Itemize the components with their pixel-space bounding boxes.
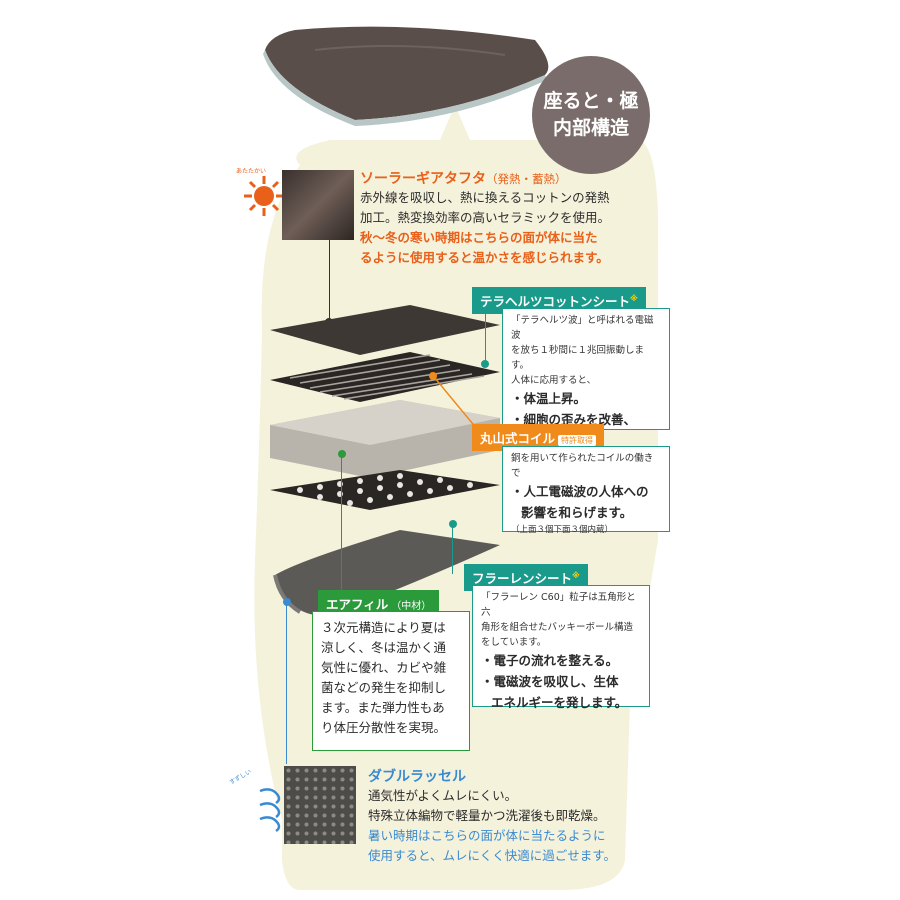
solar-connector [329, 240, 330, 322]
coil-tag: 特許取得 [558, 435, 597, 446]
fullerene-b2: ・電磁波を吸収し、生体 [481, 674, 619, 689]
coil-dot [429, 372, 437, 380]
terahertz-b1: ・体温上昇。 [511, 391, 587, 406]
double-cool2: 使用すると、ムレにくく快適に過ごせます。 [368, 848, 617, 863]
double-dot [283, 598, 291, 606]
mesh-fabric-swatch [284, 766, 356, 844]
coil-b2: 影響を和らげます。 [521, 505, 633, 520]
fullerene-box: 「フラーレン C60」粒子は五角形と六 角形を組合せたバッキーボール構造 をして… [472, 585, 650, 710]
wind-icon [259, 788, 281, 833]
airfill-box: ３次元構造により夏は 涼しく、冬は温かく通 気性に優れ、カビや雑 菌などの発生を… [312, 611, 470, 751]
badge-line1: 座ると・極 [543, 90, 639, 112]
fullerene-small2: 角形を組合せたバッキーボール構造 [481, 622, 634, 633]
airfill-l2: 涼しく、冬は温かく通 [321, 640, 447, 655]
solar-warm1: 秋〜冬の寒い時期はこちらの面が体に当た [360, 230, 598, 245]
coil-small1: 銅を用いて作られたコイルの働きで [511, 453, 654, 479]
structure-badge: 座ると・極内部構造 [532, 56, 650, 174]
solar-fabric-swatch [282, 170, 354, 240]
double-cool1: 暑い時期はこちらの面が体に当たるように [368, 828, 606, 843]
airfill-l3: 気性に優れ、カビや雑 [321, 660, 447, 675]
double-l1: 通気性がよくムレにくい。 [368, 788, 518, 803]
double-title: ダブルラッセル [368, 769, 466, 785]
solar-section: ソーラーギアタフタ（発熱・蓄熱） 赤外線を吸収し、熱に換えるコットンの発熱 加工… [360, 168, 610, 268]
coil-label-text: 丸山式コイル [480, 431, 556, 446]
terahertz-small3: 人体に応用すると、 [511, 375, 597, 386]
terahertz-b2: ・細胞の歪みを改善、 [511, 412, 637, 427]
double-l2: 特殊立体編物で軽量かつ洗濯後も即乾燥。 [368, 808, 606, 823]
airfill-dot [338, 450, 346, 458]
fullerene-small1: 「フラーレン C60」粒子は五角形と六 [481, 592, 636, 618]
sun-icon [244, 176, 284, 216]
terahertz-small1: 「テラヘルツ波」と呼ばれる電磁波 [511, 315, 654, 341]
airfill-l1: ３次元構造により夏は [321, 620, 446, 635]
double-connector [286, 604, 287, 764]
solar-title: ソーラーギアタフタ [360, 171, 486, 187]
airfill-label-text: エアフィル [326, 597, 389, 612]
badge-line2: 内部構造 [552, 117, 629, 139]
fullerene-connector [452, 526, 453, 574]
coil-b1: ・人工電磁波の人体への [511, 484, 649, 499]
double-section: ダブルラッセル 通気性がよくムレにくい。 特殊立体編物で軽量かつ洗濯後も即乾燥。… [368, 766, 616, 866]
terahertz-small2: を放ち１秒間に１兆回振動します。 [511, 345, 645, 371]
fullerene-dot [449, 520, 457, 528]
airfill-l6: り体圧分散性を実現。 [321, 720, 447, 735]
airfill-tag: （中材） [391, 601, 432, 612]
sun-label: あたたかい [236, 168, 267, 175]
terahertz-mark: ※ [630, 293, 638, 303]
fullerene-label-text: フラーレンシート [472, 571, 573, 586]
fullerene-b1: ・電子の流れを整える。 [481, 653, 619, 668]
airfill-connector [341, 456, 342, 590]
airfill-l5: ます。また弾力性もあ [321, 700, 445, 715]
terahertz-box: 「テラヘルツ波」と呼ばれる電磁波 を放ち１秒間に１兆回振動します。 人体に応用す… [502, 308, 670, 448]
airfill-l4: 菌などの発生を抑制し [321, 680, 447, 695]
cushion-image [263, 26, 549, 126]
solar-desc2: 加工。熱変換効率の高いセラミックを使用。 [360, 210, 611, 225]
fullerene-small3: をしています。 [481, 637, 547, 648]
solar-warm2: るように使用すると温かさを感じられます。 [360, 250, 609, 265]
fullerene-b3: エネルギーを発します。 [491, 695, 628, 710]
solar-title-note: （発熱・蓄熱） [486, 172, 567, 186]
terahertz-connector [485, 305, 486, 365]
fullerene-mark: ※ [572, 570, 580, 580]
coil-box: 銅を用いて作られたコイルの働きで ・人工電磁波の人体への 影響を和らげます。 （… [502, 446, 670, 535]
terahertz-dot [481, 360, 489, 368]
solar-desc1: 赤外線を吸収し、熱に換えるコットンの発熱 [360, 190, 610, 205]
coil-small2: （上面３個下面３個内蔵） [511, 525, 614, 535]
terahertz-label-text: テラヘルツコットンシート [480, 294, 631, 309]
